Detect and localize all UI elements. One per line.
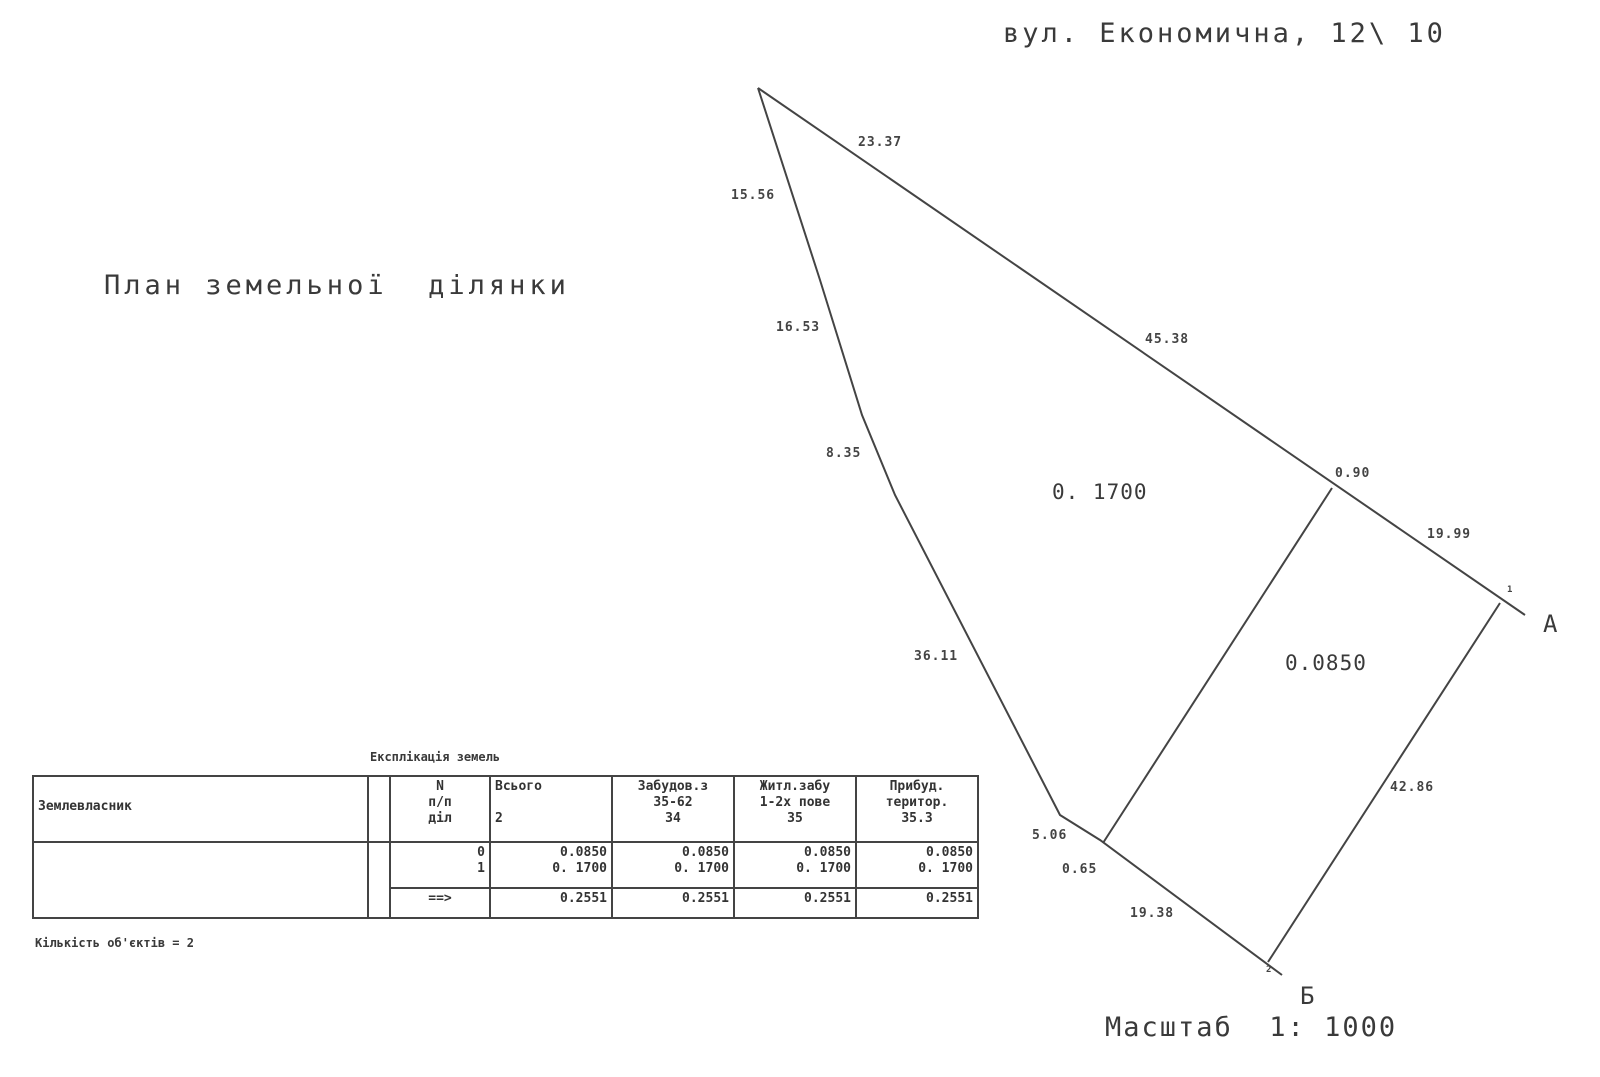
parcel-division-line: [1102, 487, 1333, 844]
dimension-label: 15.56: [731, 188, 776, 203]
scale-label: Масштаб 1: 1000: [1105, 1012, 1398, 1043]
row-num: 0: [477, 845, 485, 860]
dimension-label: 0.65: [1062, 862, 1098, 877]
page-title: План земельної ділянки: [104, 270, 570, 301]
total-residential: 0.2551: [733, 887, 857, 919]
header-residential: Житл.забу 1-2х пове 35: [733, 775, 857, 843]
cell-total: 0. 1700: [552, 861, 607, 876]
total-adjacent: 0.2551: [855, 887, 979, 919]
plot-boundary-west: [757, 87, 1283, 976]
cell-residential: 0. 1700: [796, 861, 851, 876]
explication-title: Експлікація земель: [370, 750, 501, 764]
dimension-label: 16.53: [776, 320, 821, 335]
plot-boundary-north: [757, 87, 1526, 616]
dimension-label: 8.35: [826, 446, 862, 461]
header-total: Всього 2: [489, 775, 613, 843]
dimension-label: 19.99: [1427, 527, 1472, 542]
object-count: Кількість об'єктів = 2: [35, 936, 194, 950]
dimension-label: 45.38: [1145, 332, 1190, 347]
dimension-label: 42.86: [1390, 780, 1435, 795]
total-marker: ==>: [389, 887, 491, 919]
total-built: 0.2551: [611, 887, 735, 919]
dimension-label: 23.37: [858, 135, 903, 150]
cell-built: 0.0850: [682, 845, 729, 860]
row-num: 1: [477, 861, 485, 876]
dimension-label: 5.06: [1032, 828, 1068, 843]
cell-total: 0.0850: [560, 845, 607, 860]
dimension-label: 36.11: [914, 649, 959, 664]
parcel-area-small: 0.0850: [1285, 651, 1367, 675]
total-total: 0.2551: [489, 887, 613, 919]
point-a-label: А: [1543, 610, 1558, 638]
address: вул. Економична, 12\ 10: [1003, 18, 1446, 49]
header-num: N п/п діл: [389, 775, 491, 843]
vertex-1-label: 1: [1507, 585, 1514, 595]
dimension-label: 19.38: [1130, 906, 1175, 921]
vertex-2-label: 2: [1266, 965, 1273, 975]
cell-built: 0. 1700: [674, 861, 729, 876]
plot-boundary-east: [1267, 602, 1501, 963]
parcel-area-big: 0. 1700: [1052, 480, 1148, 504]
explication-table: Землевласник N п/п діл Всього 2 Забудов.…: [32, 775, 979, 919]
point-b-label: Б: [1300, 982, 1315, 1010]
cell-residential: 0.0850: [804, 845, 851, 860]
owner-cell: [32, 841, 369, 919]
cell-adjacent: 0.0850: [926, 845, 973, 860]
header-adjacent: Прибуд. територ. 35.3: [855, 775, 979, 843]
dimension-label: 0.90: [1335, 466, 1371, 481]
header-owner: Землевласник: [32, 775, 369, 843]
header-built: Забудов.з 35-62 34: [611, 775, 735, 843]
total-row: ==> 0.2551 0.2551 0.2551 0.2551: [33, 887, 979, 919]
cell-adjacent: 0. 1700: [918, 861, 973, 876]
